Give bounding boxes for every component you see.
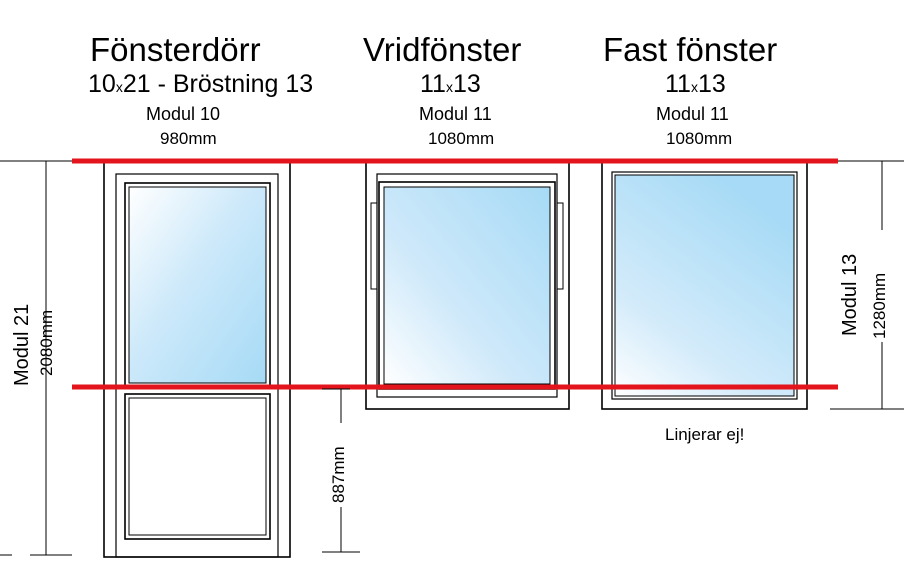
left-modul-label: Modul 21 — [11, 303, 33, 386]
fixed-size-a: 11 — [665, 70, 691, 98]
pivot-width-mm: 1080mm — [428, 129, 495, 148]
pivot-hinge-left — [370, 202, 378, 290]
pivot-size-b: 13 — [452, 70, 481, 98]
pivot-title: Vridfönster — [363, 31, 522, 68]
sill-mm-label: 887mm — [329, 446, 348, 503]
alignment-note: Linjerar ej! — [665, 425, 745, 444]
left-mm-label: 2080mm — [37, 309, 56, 376]
sill-dimension — [322, 388, 360, 553]
fixed-window-glass — [614, 174, 795, 397]
pivot-modul: Modul 11 — [419, 104, 492, 124]
door-size-a: 10 — [88, 70, 116, 98]
pivot-window-glass — [383, 186, 551, 385]
door-glass — [128, 186, 267, 384]
door-size: 10x21 - Bröstning 13 — [88, 72, 313, 97]
door-inner-frame — [115, 173, 279, 558]
pivot-size-x: x — [445, 79, 453, 95]
right-modul-label: Modul 13 — [839, 253, 861, 336]
door-size-b: 21 — [122, 70, 151, 98]
door-title: Fönsterdörr — [90, 31, 261, 68]
fixed-size: 11x13 — [665, 72, 726, 97]
pivot-size: 11x13 — [420, 72, 481, 97]
fixed-size-x: x — [690, 79, 698, 95]
door-modul: Modul 10 — [146, 104, 221, 124]
red-guide-lines — [72, 158, 838, 390]
door-drawing — [103, 161, 291, 558]
door-size-x: x — [115, 79, 123, 95]
fixed-window-inner-frame — [611, 171, 798, 400]
door-lower-panel — [124, 393, 271, 540]
pivot-hinge-right — [556, 202, 564, 290]
left-dimension — [0, 161, 72, 556]
fixed-width-mm: 1080mm — [666, 129, 733, 148]
right-mm-label: 1280mm — [870, 272, 889, 339]
fixed-size-b: 13 — [697, 70, 726, 98]
door-size-suffix: - Bröstning 13 — [150, 70, 314, 98]
right-dimension — [830, 161, 904, 410]
door-lower-panel-inner — [128, 397, 267, 536]
fixed-modul: Modul 11 — [656, 104, 729, 124]
fixed-title: Fast fönster — [603, 31, 778, 68]
pivot-size-a: 11 — [420, 70, 446, 98]
door-width-mm: 980mm — [160, 129, 217, 148]
